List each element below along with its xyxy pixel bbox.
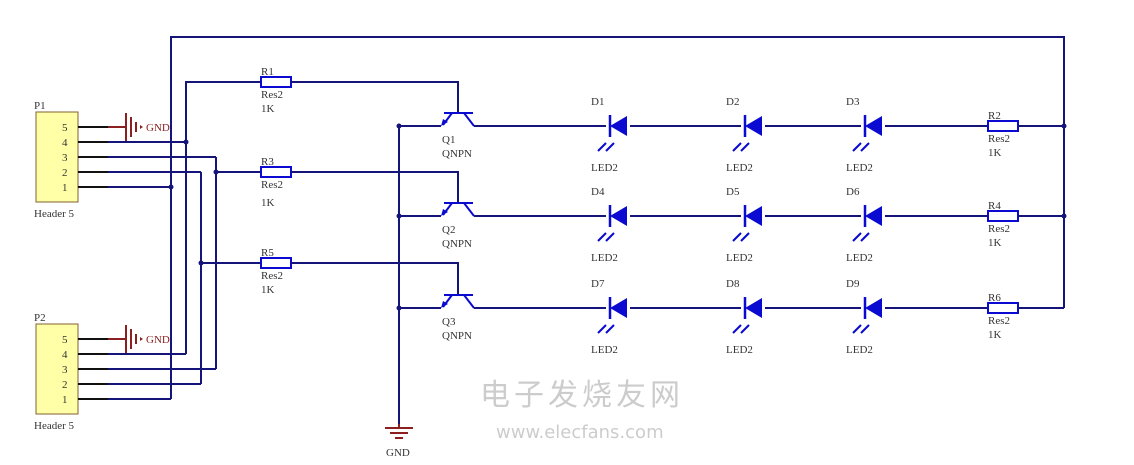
led-ref: D1 [591,96,604,108]
watermark-cn: 电子发烧友网 [480,378,684,413]
resistor-r4 [987,210,1019,222]
resistor-ref: R2 [988,110,1001,122]
transistor-q1 [441,112,475,127]
led-d6 [852,204,885,242]
resistor-r3 [260,166,292,178]
resistor-type: Res2 [261,179,283,191]
led-type: LED2 [846,344,873,356]
pin-number: 5 [62,122,68,134]
gnd-bottom-label: GND [386,447,410,459]
led-ref: D8 [726,278,740,290]
led-type: LED2 [726,252,753,264]
junction-dot [168,184,174,190]
gnd-symbol-bottom [385,424,413,439]
pin-number: 1 [62,182,68,194]
junction-dot [183,139,189,145]
led-ref: D6 [846,186,860,198]
junction-dot [213,169,219,175]
watermark-url: www.elecfans.com [496,422,664,443]
resistor-value: 1K [261,284,275,296]
pin-number: 3 [62,364,68,376]
junction-dot [396,213,402,219]
led-ref: D7 [591,278,605,290]
led-d3 [852,114,885,152]
transistor-q2 [441,202,475,217]
transistor-ref: Q1 [442,134,455,146]
led-ref: D3 [846,96,860,108]
resistor-ref: R1 [261,66,274,78]
resistor-r1 [260,76,292,88]
led-d8 [732,296,765,334]
led-type: LED2 [726,344,753,356]
gnd-label: GND [146,122,170,134]
resistor-value: 1K [261,197,275,209]
resistor-ref: R6 [988,292,1001,304]
connector-type: Header 5 [34,208,75,220]
wires [170,36,1065,428]
gnd-symbol [108,325,143,353]
led-d5 [732,204,765,242]
transistor-ref: Q2 [442,224,455,236]
resistor-ref: R4 [988,200,1001,212]
transistor-q3 [441,294,475,309]
pin-number: 5 [62,334,68,346]
connector-ref: P2 [34,312,46,324]
resistor-type: Res2 [988,315,1010,327]
led-type: LED2 [846,162,873,174]
led-type: LED2 [591,344,618,356]
pin-number: 1 [62,394,68,406]
transistor-ref: Q3 [442,316,456,328]
resistor-r5 [260,257,292,269]
junction-dot [198,260,204,266]
led-type: LED2 [846,252,873,264]
resistor-value: 1K [988,237,1002,249]
led-d2 [732,114,765,152]
pin-number: 2 [62,167,68,179]
pin-number: 2 [62,379,68,391]
resistor-ref: R5 [261,247,274,259]
connector-type: Header 5 [34,420,75,432]
connector-p1 [35,111,79,203]
pin-number: 4 [62,137,68,149]
junction-dot [1061,213,1067,219]
led-type: LED2 [591,162,618,174]
gnd-label: GND [146,334,170,346]
gnd-symbol [108,113,143,141]
led-ref: D4 [591,186,605,198]
resistor-type: Res2 [261,270,283,282]
resistor-value: 1K [988,329,1002,341]
transistor-type: QNPN [442,238,472,250]
pin-number: 4 [62,349,68,361]
resistor-r2 [987,120,1019,132]
resistor-type: Res2 [261,89,283,101]
junction-dot [1061,123,1067,129]
transistor-type: QNPN [442,330,472,342]
resistor-r6 [987,302,1019,314]
connector-ref: P1 [34,100,46,112]
led-d7 [597,296,630,334]
led-type: LED2 [726,162,753,174]
led-type: LED2 [591,252,618,264]
led-d4 [597,204,630,242]
junction-dot [396,305,402,311]
resistor-value: 1K [988,147,1002,159]
led-ref: D5 [726,186,740,198]
resistor-value: 1K [261,103,275,115]
resistor-type: Res2 [988,133,1010,145]
pin-number: 3 [62,152,68,164]
transistor-type: QNPN [442,148,472,160]
connector-p2 [35,323,79,415]
resistor-type: Res2 [988,223,1010,235]
resistor-ref: R3 [261,156,274,168]
led-ref: D9 [846,278,860,290]
led-ref: D2 [726,96,739,108]
junction-dot [396,123,402,129]
led-d1 [597,114,630,152]
led-d9 [852,296,885,334]
